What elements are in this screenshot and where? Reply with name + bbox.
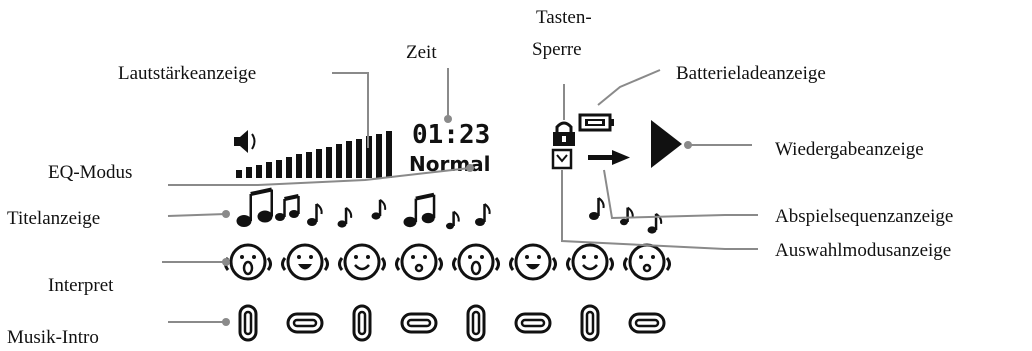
music-note-icon xyxy=(620,206,634,226)
face-icon xyxy=(566,243,614,281)
paperclip-icon xyxy=(400,312,438,334)
leader-eq-dot xyxy=(466,164,474,172)
play-icon xyxy=(651,120,682,168)
paperclip-icon xyxy=(352,304,372,342)
leader-title xyxy=(167,213,227,217)
face-icon xyxy=(452,243,500,281)
volume-bar xyxy=(316,149,322,178)
volume-bar xyxy=(276,160,282,178)
intro-clips-row xyxy=(238,304,666,342)
music-note-icon xyxy=(371,198,387,220)
label-battery: Batterieladeanzeige xyxy=(676,63,826,84)
label-volume: Lautstärkeanzeige xyxy=(118,63,256,84)
music-note-icon xyxy=(403,192,436,228)
paperclip-icon xyxy=(628,312,666,334)
volume-bar xyxy=(266,162,272,178)
label-music-intro: Musik-Intro xyxy=(7,327,99,348)
face-icon xyxy=(509,243,557,281)
paperclip-icon xyxy=(238,304,258,342)
music-note-icon xyxy=(589,197,605,220)
music-note-icon xyxy=(337,206,353,228)
arrow-right-icon xyxy=(588,150,630,165)
music-note-icon xyxy=(307,203,323,226)
paperclip-icon xyxy=(466,304,486,342)
checkbox-icon xyxy=(551,148,573,170)
label-selection-mode: Auswahlmodusanzeige xyxy=(775,240,951,261)
paperclip-icon xyxy=(580,304,600,342)
leader-volume xyxy=(332,72,369,148)
music-note-icon xyxy=(475,203,491,226)
leader-artist-dot xyxy=(222,258,230,266)
lock-icon xyxy=(553,121,575,146)
volume-bar xyxy=(306,152,312,178)
paperclip-icon xyxy=(286,312,324,334)
volume-bar xyxy=(286,157,292,178)
volume-bar xyxy=(246,167,252,178)
music-note-icon xyxy=(275,194,300,221)
volume-bars xyxy=(236,131,392,178)
face-icon xyxy=(338,243,386,281)
volume-bar xyxy=(326,147,332,178)
volume-bar xyxy=(236,170,242,178)
label-playback: Wiedergabeanzeige xyxy=(775,139,924,160)
label-time: Zeit xyxy=(406,42,437,63)
label-key-lock-line2: Sperre xyxy=(532,39,582,60)
leader-title-dot xyxy=(222,210,230,218)
title-notes-row xyxy=(236,187,663,234)
face-icon xyxy=(224,243,272,281)
battery-icon xyxy=(578,113,614,132)
volume-bar xyxy=(366,136,372,178)
leader-music-intro-dot xyxy=(222,318,230,326)
volume-bar xyxy=(336,144,342,178)
label-artist: Interpret xyxy=(48,275,114,296)
time-display: 01:23 xyxy=(412,120,490,150)
face-icon xyxy=(281,243,329,281)
music-note-icon xyxy=(236,187,273,227)
volume-bar xyxy=(346,141,352,178)
leader-battery xyxy=(597,69,661,106)
volume-bar xyxy=(296,154,302,178)
label-key-lock-line1: Tasten- xyxy=(536,7,592,28)
leader-eq xyxy=(168,167,471,186)
leader-play-sequence xyxy=(603,169,758,220)
label-eq-mode: EQ-Modus xyxy=(48,162,132,183)
music-note-icon xyxy=(446,210,460,230)
eq-display: Normal xyxy=(409,152,491,176)
paperclip-icon xyxy=(514,312,552,334)
face-icon xyxy=(623,243,671,281)
label-title-display: Titelanzeige xyxy=(7,208,100,229)
artist-faces-row xyxy=(224,243,671,281)
volume-bar xyxy=(376,134,382,178)
leader-time-dot xyxy=(444,115,452,123)
volume-bar xyxy=(356,139,362,178)
speaker-icon xyxy=(234,130,256,153)
volume-bar xyxy=(256,165,262,178)
volume-bar xyxy=(386,131,392,178)
label-play-sequence: Abspielsequenzanzeige xyxy=(775,206,953,227)
leader-playback-dot xyxy=(684,141,692,149)
face-icon xyxy=(395,243,443,281)
leader-selection-mode xyxy=(561,170,758,250)
